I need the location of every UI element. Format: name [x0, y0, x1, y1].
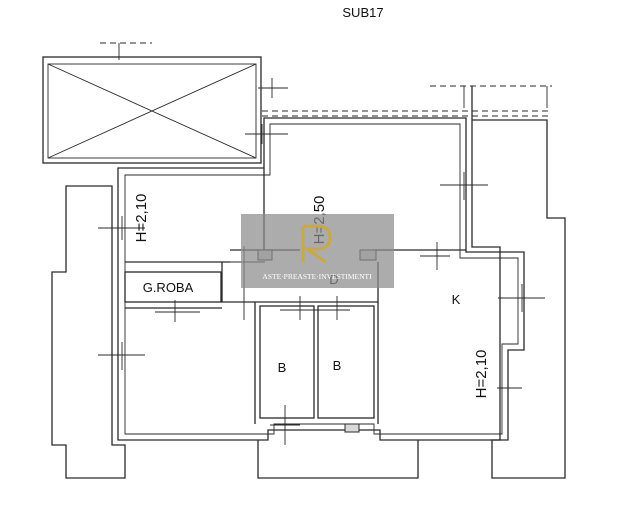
- room-label-kitchen: K: [452, 292, 461, 307]
- interior-walls: [124, 168, 466, 424]
- room-label-bath-1: B: [278, 360, 287, 375]
- apartment-inner-wall: [124, 123, 519, 435]
- stair-void: [42, 56, 262, 164]
- height-label-kitchen: H=2,10: [473, 350, 490, 399]
- bottom-niche: [257, 440, 419, 479]
- room-label-wardrobe: G.ROBA: [143, 280, 194, 295]
- room-label-bath-2: B: [333, 358, 342, 373]
- right-balcony: [471, 86, 566, 479]
- left-balcony: [51, 185, 126, 479]
- watermark: ASTE·PREASTE·INVESTIMENTI: [241, 214, 394, 288]
- height-label-left: H=2,10: [133, 194, 150, 243]
- plan-title: SUB17: [342, 5, 383, 20]
- brand-logo-icon: [301, 224, 332, 264]
- apartment-outer-wall: [117, 117, 525, 441]
- dashed-boundaries: [100, 42, 552, 117]
- watermark-text: ASTE·PREASTE·INVESTIMENTI: [262, 272, 372, 281]
- opening-markers: [98, 43, 548, 445]
